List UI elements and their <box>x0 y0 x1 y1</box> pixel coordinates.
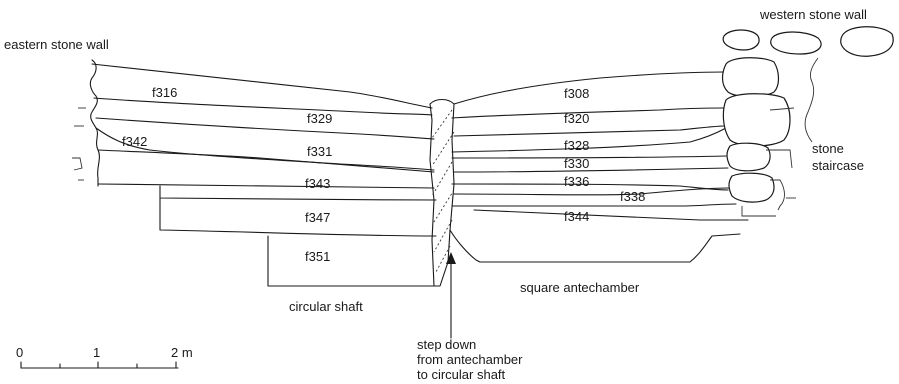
label-step-down-1: step down <box>417 337 476 352</box>
scale-tick-1: 1 <box>93 345 100 360</box>
label-stone-staircase-2: staircase <box>812 158 864 173</box>
descriptive-labels: eastern stone wall western stone wall st… <box>4 7 867 382</box>
label-step-down-3: to circular shaft <box>417 367 506 382</box>
feature-f338: f338 <box>620 189 645 204</box>
left-layer-boundaries <box>91 63 437 287</box>
feature-f342: f342 <box>122 134 147 149</box>
central-step-column <box>429 98 455 287</box>
scale-tick-2m: 2 m <box>171 345 193 360</box>
feature-f336: f336 <box>564 174 589 189</box>
feature-f351: f351 <box>305 249 330 264</box>
feature-f347: f347 <box>305 210 330 225</box>
label-circular-shaft: circular shaft <box>289 299 363 314</box>
feature-f316: f316 <box>152 85 177 100</box>
feature-f331: f331 <box>307 144 332 159</box>
feature-f328: f328 <box>564 138 589 153</box>
feature-f308: f308 <box>564 86 589 101</box>
scale-bar: 0 1 2 m <box>16 345 193 369</box>
feature-f344: f344 <box>564 209 589 224</box>
western-wall-stones <box>721 26 894 217</box>
step-down-arrow <box>446 252 456 339</box>
right-layer-boundaries <box>449 71 749 263</box>
feature-f320: f320 <box>564 111 589 126</box>
feature-labels: f316 f329 f342 f331 f343 f347 f351 f308 … <box>122 85 645 264</box>
label-step-down-2: from antechamber <box>417 352 523 367</box>
label-stone-staircase-1: stone <box>812 141 844 156</box>
label-square-antechamber: square antechamber <box>520 280 640 295</box>
feature-f343: f343 <box>305 176 330 191</box>
label-eastern-stone-wall: eastern stone wall <box>4 37 109 52</box>
eastern-wall-outline <box>72 59 100 187</box>
scale-tick-0: 0 <box>16 345 23 360</box>
feature-f329: f329 <box>307 111 332 126</box>
label-western-stone-wall: western stone wall <box>759 7 867 22</box>
feature-f330: f330 <box>564 156 589 171</box>
